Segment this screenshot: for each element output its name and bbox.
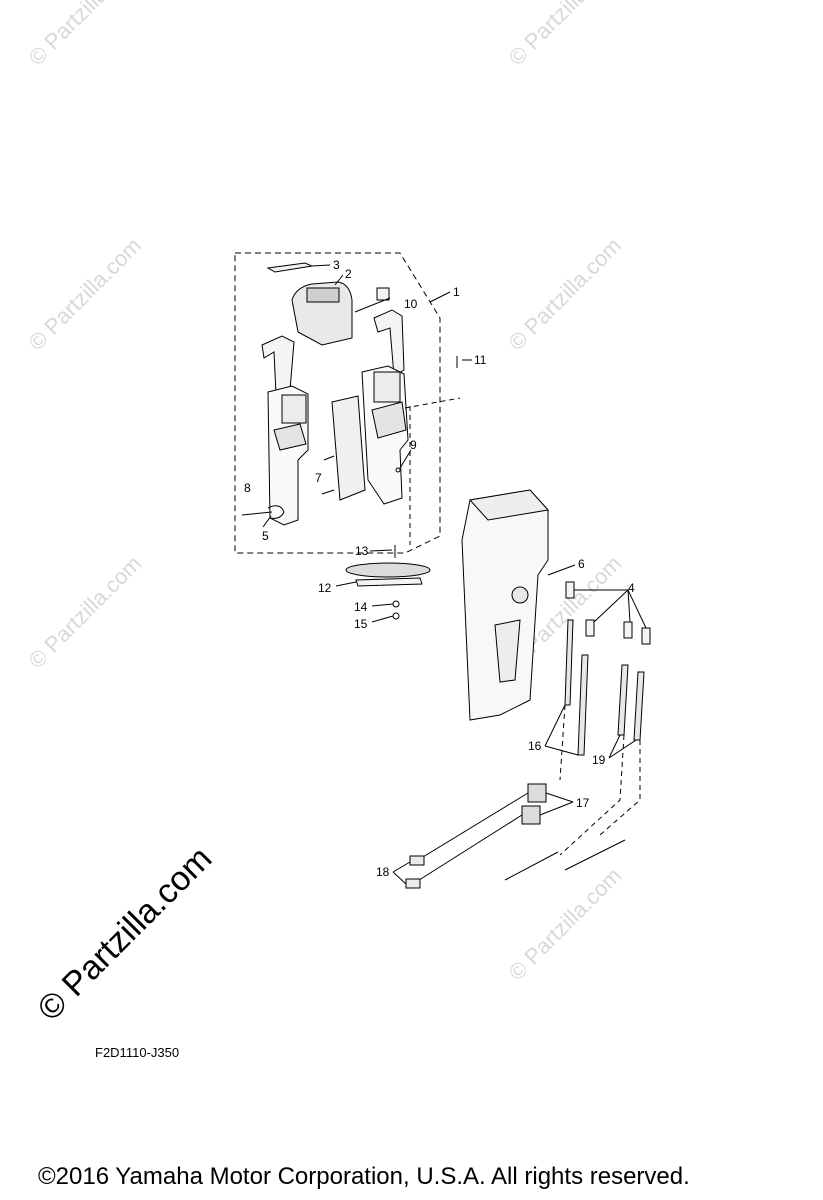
leader-19b	[608, 739, 637, 759]
part-left-housing-block	[281, 394, 307, 424]
assembly-boundary	[234, 252, 441, 554]
callout-10: 10	[404, 297, 418, 311]
part-nut-15	[392, 612, 400, 620]
callout-15: 15	[354, 617, 368, 631]
callout-14: 14	[354, 600, 368, 614]
part-rod-19a	[617, 664, 629, 736]
part-cable-b	[415, 814, 523, 883]
part-oval-cover-12	[345, 562, 431, 578]
part-cable-end-4d	[641, 627, 651, 645]
part-mounting-housing	[461, 489, 549, 721]
part-housing-top	[469, 489, 549, 521]
callout-2: 2	[345, 267, 352, 281]
part-coupler-17a	[527, 783, 547, 803]
part-screw-7b	[321, 489, 335, 495]
part-rod-16a	[564, 619, 574, 706]
part-screw-7a	[323, 455, 335, 461]
part-cap-18a	[409, 855, 425, 866]
part-cable-c	[504, 851, 559, 881]
leader-9	[399, 449, 412, 469]
leader-6	[547, 564, 576, 576]
guide-line-4	[599, 740, 641, 836]
leader-5	[262, 515, 272, 528]
callout-5: 5	[262, 529, 269, 543]
callout-7: 7	[315, 471, 322, 485]
guide-line-1	[404, 397, 461, 409]
leader-4d	[627, 589, 647, 629]
leader-16	[544, 704, 566, 747]
leader-18	[392, 861, 411, 873]
leader-3	[311, 264, 331, 267]
diagram-code: F2D1110-J350	[95, 1045, 180, 1060]
leader-10	[354, 297, 391, 313]
part-cable-d	[564, 839, 626, 871]
callout-17: 17	[576, 796, 590, 810]
part-housing-boss	[511, 586, 529, 604]
part-housing-slot	[494, 619, 521, 683]
callout-4: 4	[628, 581, 635, 595]
leader-17b	[539, 801, 574, 816]
callout-13: 13	[355, 544, 369, 558]
leader-4b	[593, 589, 629, 623]
part-cable-end-4a	[565, 581, 575, 599]
callout-18: 18	[376, 865, 390, 879]
part-center-plate	[331, 395, 366, 501]
callout-3: 3	[333, 258, 340, 272]
part-left-handle	[261, 335, 295, 395]
part-rod-19b	[633, 671, 645, 741]
part-washer-14	[392, 600, 400, 608]
part-washer-9	[395, 467, 401, 473]
callout-8: 8	[244, 481, 251, 495]
leader-2	[334, 274, 344, 286]
callout-12: 12	[318, 581, 332, 595]
part-cable-end-4b	[585, 619, 595, 637]
leader-15	[371, 615, 394, 623]
part-right-housing-block	[373, 371, 401, 403]
callout-19: 19	[592, 753, 606, 767]
part-small-block	[376, 287, 390, 301]
part-left-housing-detail	[273, 423, 307, 451]
copyright-notice: ©2016 Yamaha Motor Corporation, U.S.A. A…	[38, 1163, 690, 1190]
guide-line-3	[559, 704, 566, 781]
leader-14	[371, 603, 394, 607]
leader-1	[429, 291, 451, 303]
callout-11: 11	[474, 353, 487, 367]
part-clip-5	[267, 505, 285, 519]
callout-9: 9	[410, 438, 417, 452]
part-rod-16b	[577, 654, 589, 756]
leader-18b	[392, 871, 407, 885]
leader-4c	[627, 589, 631, 623]
part-coupler-17b	[521, 805, 541, 825]
part-right-housing-detail	[371, 401, 407, 439]
part-cap-18b	[405, 878, 421, 889]
callout-16: 16	[528, 739, 542, 753]
part-cable-end-4c	[623, 621, 633, 639]
leader-16b	[544, 745, 579, 756]
callout-1: 1	[453, 285, 460, 299]
part-cable-a	[417, 792, 529, 861]
part-cover-window	[306, 287, 340, 303]
part-bracket-12	[355, 577, 423, 587]
part-bolt-8	[241, 511, 273, 516]
leader-19	[608, 734, 621, 759]
guide-line-5	[559, 734, 625, 856]
part-plate	[266, 262, 314, 273]
leader-17	[545, 792, 574, 803]
callout-6: 6	[578, 557, 585, 571]
leader-12	[335, 581, 357, 587]
leader-13	[369, 549, 393, 552]
